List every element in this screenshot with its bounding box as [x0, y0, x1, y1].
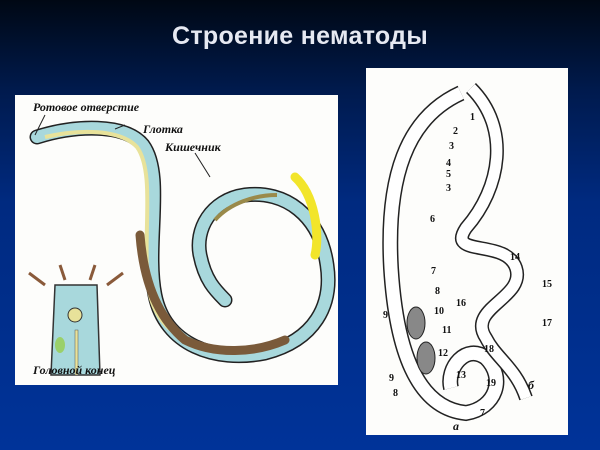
label-3b: 3	[446, 183, 451, 194]
nematode-body-illustration	[28, 114, 336, 376]
label-17: 17	[542, 318, 552, 329]
label-8: 8	[435, 286, 440, 297]
nematode-anatomy-illustration	[382, 83, 533, 422]
label-15: 15	[542, 279, 552, 290]
label-12: 12	[438, 348, 448, 359]
label-sub-a: а	[453, 419, 459, 433]
label-1: 1	[470, 112, 475, 123]
label-14: 14	[510, 252, 520, 263]
label-mouth: Ротовое отверстие	[33, 100, 140, 114]
label-9b: 9	[389, 373, 394, 384]
label-5: 5	[446, 169, 451, 180]
slide-title: Строение нематоды	[172, 22, 428, 50]
label-16: 16	[456, 298, 466, 309]
nematode-anatomy-diagram: 1 2 3 4 5 3 6 7 8 9 10 11 12 13 9 8 7 14…	[366, 68, 568, 435]
label-18: 18	[484, 344, 494, 355]
label-11: 11	[442, 325, 452, 336]
label-8b: 8	[393, 388, 398, 399]
label-sub-b: б	[528, 378, 534, 392]
nematode-color-diagram: Ротовое отверстие Глотка Кишечник Головн…	[15, 95, 338, 385]
label-pharynx: Глотка	[143, 122, 183, 136]
label-13: 13	[456, 370, 466, 381]
label-7: 7	[431, 266, 436, 277]
label-intestine: Кишечник	[165, 140, 221, 154]
label-4: 4	[446, 158, 451, 169]
label-3: 3	[449, 141, 454, 152]
label-6: 6	[430, 214, 435, 225]
label-9: 9	[383, 310, 388, 321]
label-2: 2	[453, 126, 458, 137]
label-19: 19	[486, 378, 496, 389]
label-7b: 7	[480, 408, 485, 419]
label-10: 10	[434, 306, 444, 317]
label-head-end: Головной конец	[33, 363, 116, 377]
